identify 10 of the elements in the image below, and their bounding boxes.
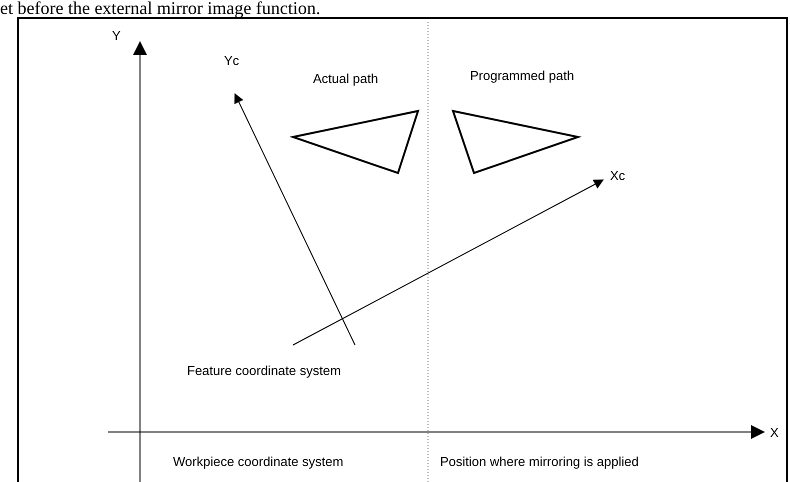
axis-label: Y [112, 28, 121, 43]
system-label: Workpiece coordinate system [173, 454, 344, 469]
path-label: Actual path [313, 71, 378, 86]
path-label: Programmed path [470, 68, 574, 83]
system-label: Feature coordinate system [187, 363, 341, 378]
axis-label: Xc [610, 168, 626, 183]
cut-off-text: et before the external mirror image function. [0, 0, 320, 18]
axis-label: X [770, 425, 779, 440]
note-text: Position where mirroring is applied [440, 454, 639, 469]
axis-label: Yc [224, 53, 240, 68]
